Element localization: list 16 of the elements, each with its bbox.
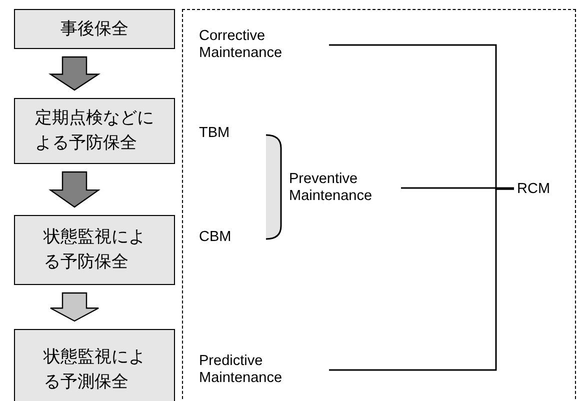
term-label: Preventive Maintenance <box>289 171 399 207</box>
stage-box: 事後保全 <box>14 9 175 49</box>
term-label: RCM <box>517 181 557 199</box>
block-arrow <box>48 171 100 208</box>
term-label: Predictive Maintenance <box>199 353 319 389</box>
frame-box <box>182 9 576 401</box>
connector-line <box>401 187 514 189</box>
term-label: Corrective Maintenance <box>199 28 319 64</box>
block-arrow <box>48 56 100 91</box>
term-label: TBM <box>199 125 266 147</box>
block-arrow <box>50 292 100 322</box>
stage-box: 状態監視による予測保全 <box>14 329 175 401</box>
stage-box: 状態監視による予防保全 <box>14 215 175 285</box>
stage-box: 定期点検などによる予防保全 <box>14 98 175 164</box>
term-label: CBM <box>199 229 266 251</box>
connector-line <box>329 188 514 371</box>
